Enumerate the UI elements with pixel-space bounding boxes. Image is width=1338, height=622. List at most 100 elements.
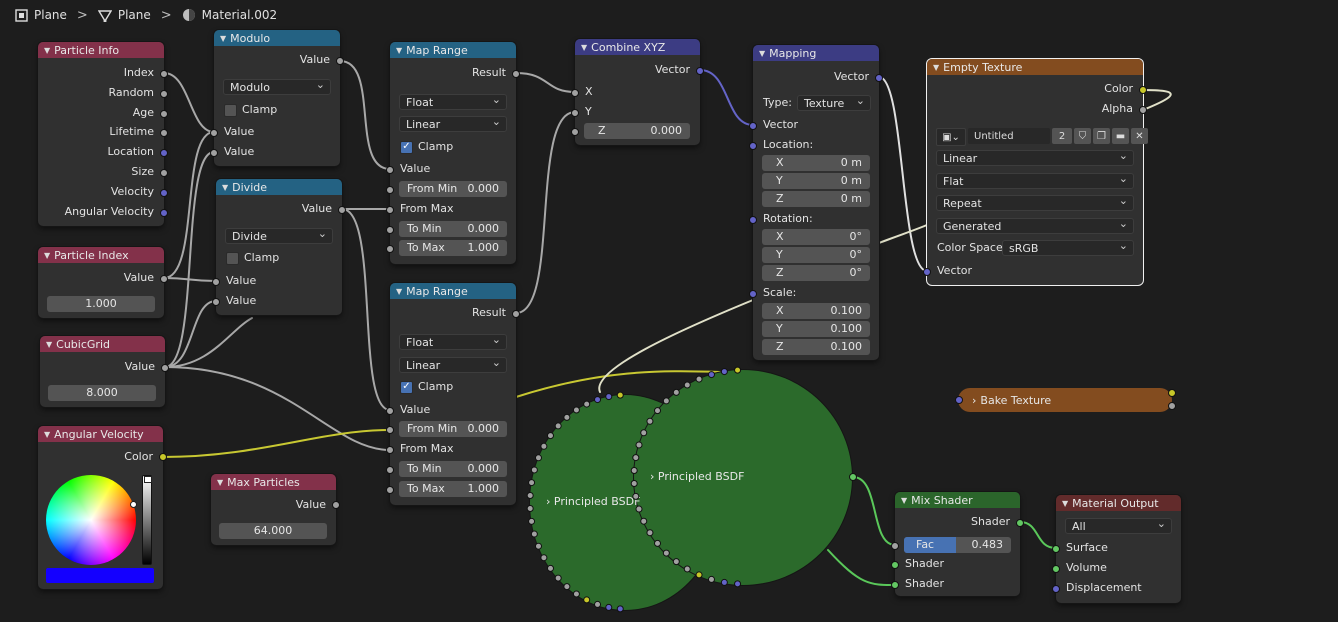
- socket-from-min[interactable]: [386, 186, 394, 194]
- clamp-checkbox[interactable]: Clamp: [224, 103, 277, 117]
- fac-slider[interactable]: Fac 0.483: [904, 537, 1011, 553]
- socket-to-max[interactable]: [386, 486, 394, 494]
- mapping-type-select[interactable]: Texture: [797, 93, 871, 111]
- node-divide[interactable]: ▼Divide Value Divide Clamp Value Value: [212, 179, 346, 315]
- chevron-down-icon[interactable]: ▼: [396, 286, 403, 296]
- socket-to-max[interactable]: [386, 245, 394, 253]
- bsdf-b-socket[interactable]: [630, 480, 638, 488]
- operation-select[interactable]: Divide: [225, 226, 333, 244]
- checkbox-checked[interactable]: ✓: [400, 380, 413, 394]
- bsdf-a-socket[interactable]: [546, 564, 554, 572]
- color-space-select[interactable]: sRGB: [1002, 238, 1134, 256]
- bsdf-b-socket[interactable]: [630, 466, 638, 474]
- chevron-down-icon[interactable]: ▼: [396, 45, 403, 55]
- socket-color-out[interactable]: [1139, 86, 1147, 94]
- source-select[interactable]: Generated: [936, 216, 1134, 234]
- bsdf-a-socket[interactable]: [540, 442, 548, 450]
- user-count[interactable]: 2: [1052, 128, 1072, 144]
- breadcrumb-material[interactable]: Material.002: [201, 8, 278, 22]
- checkbox-box[interactable]: [226, 251, 239, 265]
- duplicate-icon[interactable]: ❐: [1093, 128, 1110, 144]
- socket-volume[interactable]: [1052, 565, 1060, 573]
- interpolation-select[interactable]: Linear: [399, 355, 507, 373]
- value-field[interactable]: 1.000: [47, 296, 155, 312]
- socket-value-in-1[interactable]: [210, 129, 218, 137]
- socket-to-min[interactable]: [386, 466, 394, 474]
- node-header[interactable]: ▼Angular Velocity: [38, 426, 163, 442]
- bsdf-b-socket[interactable]: [672, 388, 680, 396]
- socket-shader-in-2[interactable]: [891, 581, 899, 589]
- node-header[interactable]: ▼Max Particles: [211, 474, 336, 490]
- data-type-select[interactable]: Float: [399, 332, 507, 350]
- bsdf-b-socket[interactable]: [683, 381, 691, 389]
- checkbox-checked[interactable]: ✓: [400, 140, 413, 154]
- bsdf-a-socket[interactable]: [563, 413, 571, 421]
- node-header[interactable]: ▼Mix Shader: [895, 492, 1020, 508]
- socket-surface[interactable]: [1052, 545, 1060, 553]
- node-header[interactable]: ▼CubicGrid: [40, 336, 165, 352]
- socket-alpha-out[interactable]: [1139, 106, 1147, 114]
- socket-fac[interactable]: [891, 542, 899, 550]
- socket-from-max[interactable]: [386, 446, 394, 454]
- node-header[interactable]: ▼Modulo: [214, 30, 340, 46]
- image-name-field[interactable]: Untitled: [968, 128, 1050, 144]
- socket-value-out[interactable]: [332, 501, 340, 509]
- projection-select[interactable]: Flat: [936, 171, 1134, 189]
- socket-index[interactable]: [160, 70, 168, 78]
- bsdf-a-socket[interactable]: [530, 466, 538, 474]
- chevron-down-icon[interactable]: ▼: [44, 250, 51, 260]
- target-select[interactable]: All: [1065, 516, 1172, 534]
- node-modulo[interactable]: ▼Modulo Value Modulo Clamp Value Value: [210, 30, 344, 166]
- node-max-particles[interactable]: ▼Max Particles Value 64.000: [211, 474, 340, 545]
- bsdf-b-socket[interactable]: [635, 441, 643, 449]
- socket-x[interactable]: [571, 89, 579, 97]
- bsdf-b-socket[interactable]: [695, 375, 703, 383]
- socket-vector-out[interactable]: [875, 74, 883, 82]
- bsdf-a-socket[interactable]: [572, 590, 580, 598]
- node-header[interactable]: ▼Mapping: [753, 45, 879, 61]
- bsdf-b-socket[interactable]: [695, 571, 703, 579]
- socket-value-in-2[interactable]: [212, 298, 220, 306]
- socket-rotation[interactable]: [749, 216, 757, 224]
- bsdf-a-socket[interactable]: [594, 396, 602, 404]
- checkbox-box[interactable]: [224, 103, 237, 117]
- bsdf-b-socket[interactable]: [632, 492, 640, 500]
- socket-from-max[interactable]: [386, 206, 394, 214]
- node-empty-texture[interactable]: ▼Empty Texture Color Alpha ▣⌄ Untitled 2…: [923, 59, 1148, 285]
- bsdf-b-socket[interactable]: [646, 529, 654, 537]
- chevron-down-icon[interactable]: ▼: [217, 477, 224, 487]
- node-map-range-2[interactable]: ▼Map Range Result Float Linear ✓Clamp Va…: [386, 283, 520, 505]
- node-header[interactable]: ▼Particle Index: [38, 247, 164, 263]
- bsdf-b-socket[interactable]: [654, 539, 662, 547]
- node-header[interactable]: ▼Material Output: [1056, 495, 1181, 511]
- chevron-down-icon[interactable]: ▼: [46, 339, 53, 349]
- bsdf-b-socket[interactable]: [662, 549, 670, 557]
- node-particle-index[interactable]: ▼Particle Index Value 1.000: [38, 247, 168, 318]
- bsdf-b-socket[interactable]: [654, 407, 662, 415]
- shield-icon[interactable]: ⛉: [1074, 128, 1091, 144]
- bsdf-b-socket[interactable]: [707, 371, 715, 379]
- socket-shader-out[interactable]: [1016, 519, 1024, 527]
- node-mapping[interactable]: ▼Mapping Vector Type: Texture Vector Loc…: [749, 45, 883, 360]
- socket-location[interactable]: [160, 149, 168, 157]
- bsdf-a-socket[interactable]: [534, 542, 542, 550]
- bsdf-a-socket[interactable]: [554, 574, 562, 582]
- node-cubic-grid[interactable]: ▼CubicGrid Value 8.000: [40, 336, 169, 407]
- extension-select[interactable]: Repeat: [936, 193, 1134, 211]
- node-header[interactable]: ▼Empty Texture: [927, 59, 1143, 75]
- bsdf-b-socket[interactable]: [635, 505, 643, 513]
- node-material-output[interactable]: ▼Material Output All Surface Volume Disp…: [1052, 495, 1181, 603]
- chevron-down-icon[interactable]: ▼: [1062, 498, 1069, 508]
- bsdf-a-socket[interactable]: [528, 517, 536, 525]
- socket-color-out[interactable]: [159, 453, 167, 461]
- value-field[interactable]: 8.000: [48, 385, 156, 401]
- bsdf-a-socket[interactable]: [526, 505, 534, 513]
- socket-bake-in[interactable]: [955, 396, 963, 404]
